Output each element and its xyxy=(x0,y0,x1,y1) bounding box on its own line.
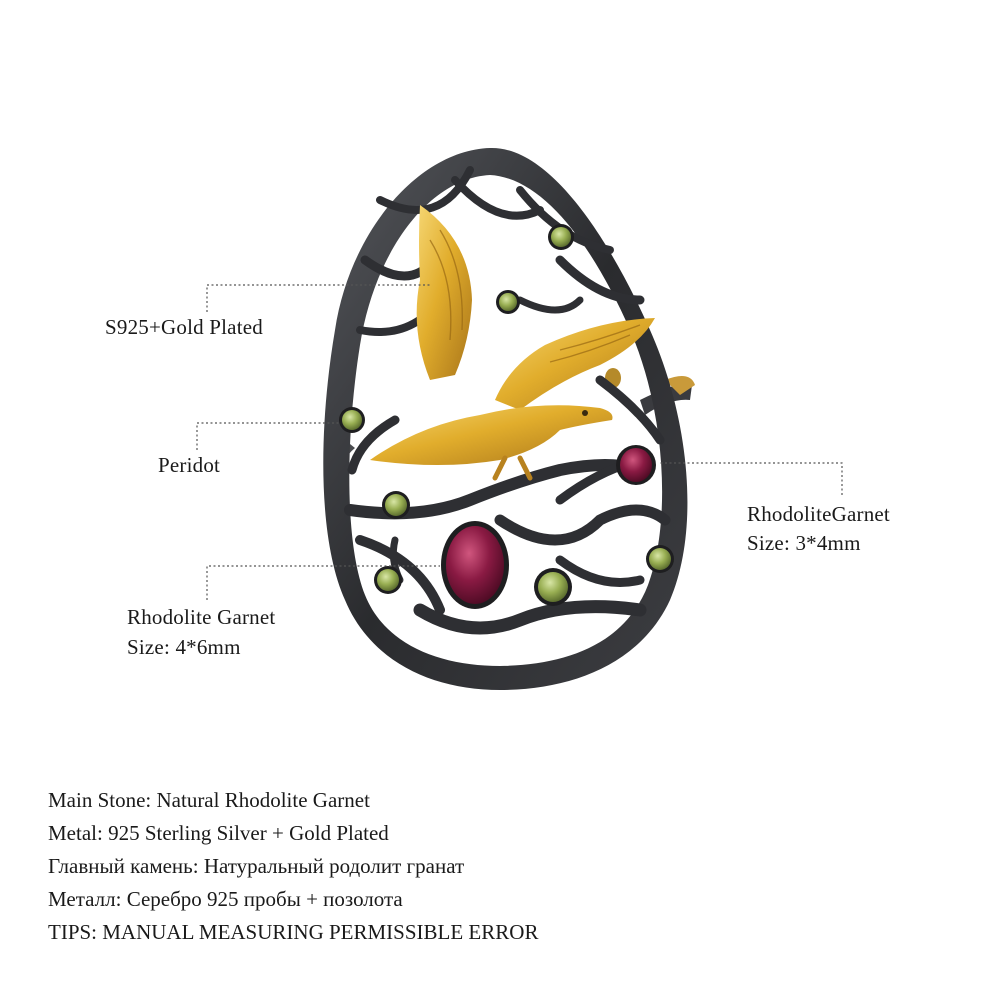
large-garnet-stone xyxy=(441,521,509,609)
small-garnet-size-label: Size: 3*4mm xyxy=(747,531,861,555)
metal-callout-label: S925+Gold Plated xyxy=(105,315,263,339)
gemstones xyxy=(339,224,674,609)
peridot-callout-label: Peridot xyxy=(158,453,221,477)
spec-main-stone-ru: Главный камень: Натуральный родолит гран… xyxy=(48,854,465,878)
callout-leaders xyxy=(196,284,843,600)
spec-tips: TIPS: MANUAL MEASURING PERMISSIBLE ERROR xyxy=(48,920,539,944)
spec-metal-ru: Металл: Серебро 925 пробы + позолота xyxy=(48,887,403,911)
peridot-stones xyxy=(339,224,674,606)
small-garnet-stone xyxy=(616,445,656,485)
branch-lattice xyxy=(344,166,671,635)
spec-main-stone: Main Stone: Natural Rhodolite Garnet xyxy=(48,788,370,812)
small-garnet-callout-label: RhodoliteGarnet xyxy=(747,502,890,526)
large-garnet-size-label: Size: 4*6mm xyxy=(127,635,241,659)
gold-bird xyxy=(370,205,655,481)
spec-metal: Metal: 925 Sterling Silver + Gold Plated xyxy=(48,821,389,845)
large-garnet-callout-label: Rhodolite Garnet xyxy=(127,605,276,629)
